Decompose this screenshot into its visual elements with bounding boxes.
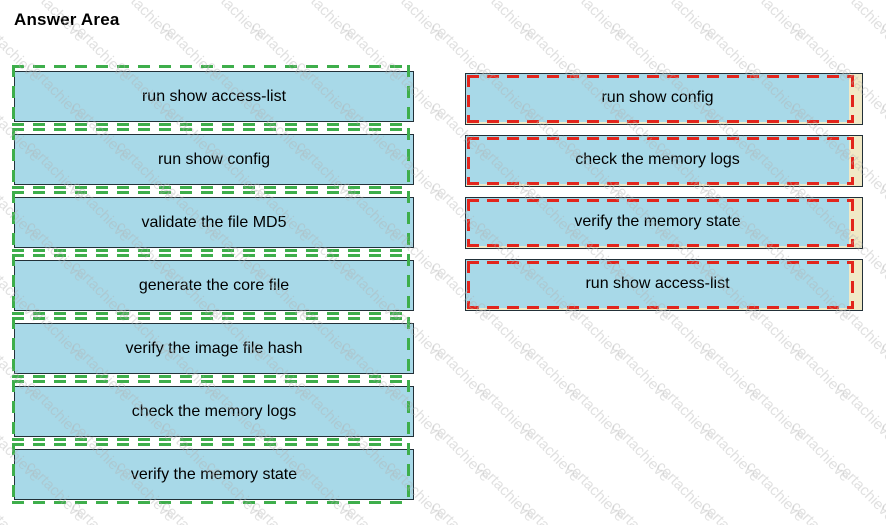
watermark-text: certachieve bbox=[427, 418, 494, 485]
source-slot: generate the core file bbox=[12, 254, 414, 315]
watermark-text: certachieve bbox=[877, 338, 886, 405]
answer-slot[interactable]: run show config bbox=[465, 73, 863, 125]
answer-slot[interactable]: run show access-list bbox=[465, 259, 863, 311]
watermark-text: certachieve bbox=[112, 0, 179, 45]
drag-option-token[interactable]: validate the file MD5 bbox=[14, 197, 414, 248]
watermark-text: certachieve bbox=[788, 498, 854, 525]
watermark-text: certachieve bbox=[472, 458, 539, 525]
source-slot: validate the file MD5 bbox=[12, 191, 414, 252]
drag-option-token[interactable]: generate the core file bbox=[14, 260, 414, 311]
source-slot: check the memory logs bbox=[12, 380, 414, 441]
watermark-text: certachieve bbox=[562, 0, 629, 45]
watermark-text: certachieve bbox=[742, 458, 809, 525]
watermark-text: certachieve bbox=[202, 0, 269, 45]
answer-token[interactable]: run show config bbox=[466, 74, 849, 122]
watermark-text: certachieve bbox=[652, 0, 719, 45]
answer-slot[interactable]: verify the memory state bbox=[465, 197, 863, 249]
watermark-text: certachieve bbox=[428, 498, 494, 525]
watermark-text: certachieve bbox=[742, 0, 809, 45]
watermark-text: certachieve bbox=[698, 498, 764, 525]
watermark-text: certachieve bbox=[697, 418, 764, 485]
watermark-text: certachieve bbox=[607, 338, 674, 405]
watermark-text: certachieve bbox=[877, 178, 886, 245]
source-slot: run show access-list bbox=[12, 65, 414, 126]
watermark-text: certachieve bbox=[742, 378, 809, 445]
watermark-text: certachieve bbox=[787, 418, 854, 485]
watermark-text: certachieve bbox=[518, 498, 584, 525]
watermark-text: certachieve bbox=[427, 338, 494, 405]
watermark-text: certachieve bbox=[517, 418, 584, 485]
source-slot: verify the memory state bbox=[12, 443, 414, 504]
drag-option-token[interactable]: run show access-list bbox=[14, 71, 414, 122]
watermark-text: certachieve bbox=[877, 418, 886, 485]
watermark-text: certachieve bbox=[652, 458, 719, 525]
watermark-text: certachieve bbox=[878, 498, 886, 525]
answer-slot[interactable]: check the memory logs bbox=[465, 135, 863, 187]
drag-option-token[interactable]: run show config bbox=[14, 134, 414, 185]
watermark-text: certachieve bbox=[877, 98, 886, 165]
answer-token[interactable]: verify the memory state bbox=[466, 198, 849, 246]
watermark-text: certachieve bbox=[292, 0, 359, 45]
source-slot: run show config bbox=[12, 128, 414, 189]
watermark-text: certachieve bbox=[697, 338, 764, 405]
answer-token[interactable]: check the memory logs bbox=[466, 136, 849, 184]
target-column: run show config check the memory logs veri… bbox=[465, 73, 863, 321]
source-column: run show access-list run show config valid… bbox=[12, 65, 414, 512]
watermark-text: certachieve bbox=[472, 378, 539, 445]
drag-option-token[interactable]: verify the image file hash bbox=[14, 323, 414, 374]
watermark-text: certachieve bbox=[562, 378, 629, 445]
watermark-text: certachieve bbox=[517, 338, 584, 405]
watermark-text: certachieve bbox=[607, 418, 674, 485]
watermark-text: certachieve bbox=[562, 458, 629, 525]
watermark-text: certachieve bbox=[608, 498, 674, 525]
watermark-text: certachieve bbox=[787, 338, 854, 405]
source-slot: verify the image file hash bbox=[12, 317, 414, 378]
watermark-text: certachieve bbox=[382, 0, 449, 45]
watermark-text: certachieve bbox=[877, 18, 886, 85]
watermark-text: certachieve bbox=[652, 378, 719, 445]
watermark-text: certachieve bbox=[877, 258, 886, 325]
watermark-text: certachieve bbox=[472, 0, 539, 45]
watermark-text: certachieve bbox=[832, 458, 886, 525]
watermark-text: certachieve bbox=[832, 378, 886, 445]
drag-option-token[interactable]: verify the memory state bbox=[14, 449, 414, 500]
page-title: Answer Area bbox=[14, 10, 120, 29]
watermark-text: certachieve bbox=[832, 0, 886, 45]
answer-token[interactable]: run show access-list bbox=[466, 260, 849, 308]
drag-option-token[interactable]: check the memory logs bbox=[14, 386, 414, 437]
